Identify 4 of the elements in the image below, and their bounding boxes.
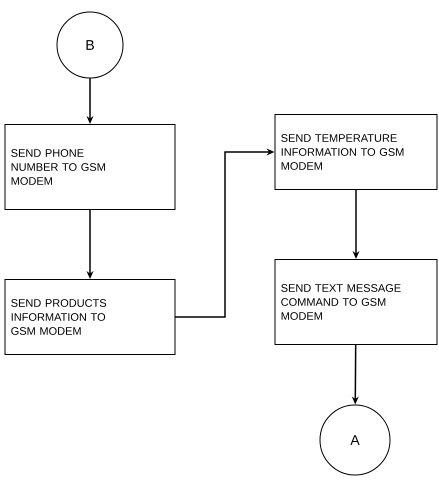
process-box: SEND TEXT MESSAGE COMMAND TO GSM MODEM: [274, 259, 438, 345]
process-box: SEND PHONE NUMBER TO GSM MODEM: [4, 124, 176, 210]
process-box: SEND PRODUCTS INFORMATION TO GSM MODEM: [4, 279, 176, 355]
process-box: SEND TEMPERATURE INFORMATION TO GSM MODEM: [274, 114, 438, 190]
